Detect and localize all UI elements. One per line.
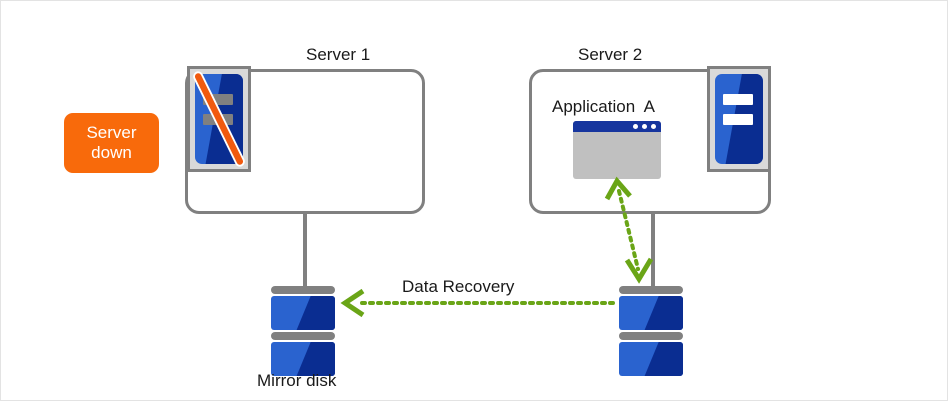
badge-line1: Server [86, 123, 137, 142]
status-badge-server-down: Server down [64, 113, 159, 173]
server-chassis [195, 74, 243, 164]
disk-platter [619, 342, 683, 376]
server-slot-bar [722, 93, 754, 106]
server2-disk-icon [619, 286, 683, 378]
server-down-icon [187, 66, 251, 172]
server-chassis [715, 74, 763, 164]
server-slot-bar [202, 113, 234, 126]
disk-plate [271, 286, 335, 294]
server-running-icon [707, 66, 771, 172]
server-slot-bar [722, 113, 754, 126]
server1-disk-connector [303, 214, 307, 288]
window-dot-icon [651, 124, 656, 129]
application-window[interactable] [573, 121, 661, 179]
application-window-titlebar [573, 121, 661, 132]
disk-platter [271, 296, 335, 330]
disk-plate [619, 332, 683, 340]
server2-title: Server 2 [578, 45, 643, 64]
window-dot-icon [633, 124, 638, 129]
badge-line2: down [91, 143, 132, 162]
disk-plate [619, 286, 683, 294]
mirror-disk-icon [271, 286, 335, 378]
server1-title: Server 1 [306, 45, 371, 64]
disk-plate [271, 332, 335, 340]
window-dot-icon [642, 124, 647, 129]
application-label: Application A [552, 97, 656, 116]
server-slot-bar [202, 93, 234, 106]
mirror-disk-label: Mirror disk [257, 371, 337, 390]
disk-platter [619, 296, 683, 330]
disk-platter [271, 342, 335, 376]
data-recovery-label: Data Recovery [402, 277, 515, 296]
server2-disk-connector [651, 214, 655, 288]
